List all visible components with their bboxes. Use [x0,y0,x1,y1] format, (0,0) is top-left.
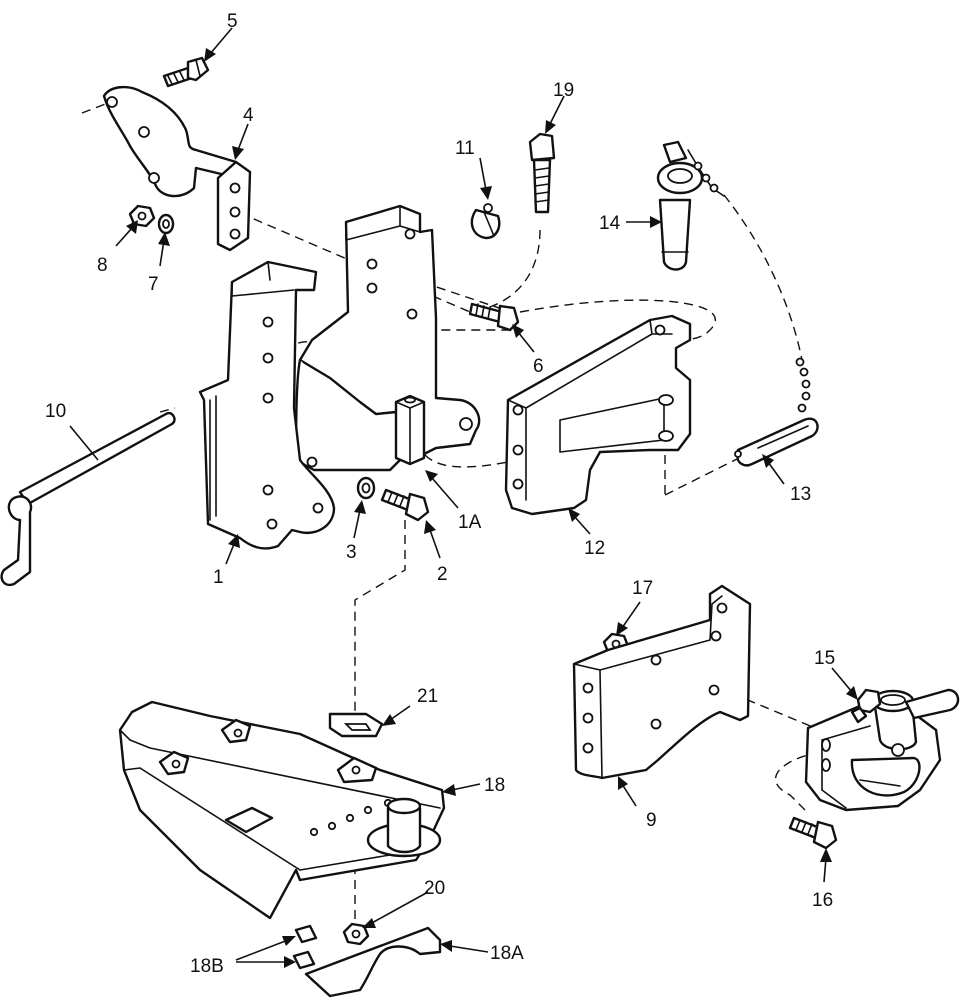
part-16-bolt [788,816,838,850]
callout-18B: 18B [190,956,224,977]
callout-4: 4 [243,105,254,126]
callout-leaders [69,27,858,968]
part-21-shim [328,712,384,738]
part-15-hitch [804,688,960,812]
part-19-bolt [528,132,556,214]
callout-20: 20 [424,878,445,899]
part-6-bolt [468,302,520,332]
part-12-hitch-bracket [504,314,692,516]
callout-12: 12 [584,538,605,559]
part-2-bolt [380,488,430,522]
part-9-bracket [572,584,752,780]
callout-16: 16 [812,890,833,911]
part-11-linch-pin [470,203,501,240]
part-4-bracket [102,85,252,252]
part-8-nut [128,204,156,228]
callout-18A: 18A [490,943,524,964]
part-20-nut [342,922,370,946]
part-5-bolt [162,56,210,88]
callout-13: 13 [790,484,811,505]
part-10-rod [0,411,176,587]
callout-21: 21 [417,686,438,707]
part-3-washer [356,476,376,500]
callout-15: 15 [814,648,835,669]
callout-11: 11 [455,138,475,159]
callout-18: 18 [484,775,505,796]
callout-8: 8 [97,255,108,276]
callout-5: 5 [227,11,238,32]
callout-7: 7 [148,274,159,295]
callout-labels: 5 4 8 7 11 19 14 6 10 1 3 2 1A 12 13 17 … [45,11,835,977]
callout-1A: 1A [458,512,482,533]
callout-9: 9 [646,810,657,831]
part-1-front-plate [198,260,336,550]
part-7-washer [157,213,175,235]
callout-2: 2 [437,564,448,585]
callout-19: 19 [553,80,574,101]
callout-17: 17 [632,578,653,599]
part-1A-spacer [394,394,426,466]
callout-14: 14 [599,213,621,234]
part-14-pin [656,140,704,271]
part-18-drawbar-plate [118,700,446,920]
callout-10: 10 [45,401,66,422]
callout-6: 6 [533,356,544,377]
part-18A-plate [304,926,442,998]
callout-1: 1 [213,567,224,588]
callout-3: 3 [346,542,357,563]
part-13-chain [687,149,819,467]
part-1-rear-plate [294,204,481,472]
part-18B-blocks [292,924,318,970]
